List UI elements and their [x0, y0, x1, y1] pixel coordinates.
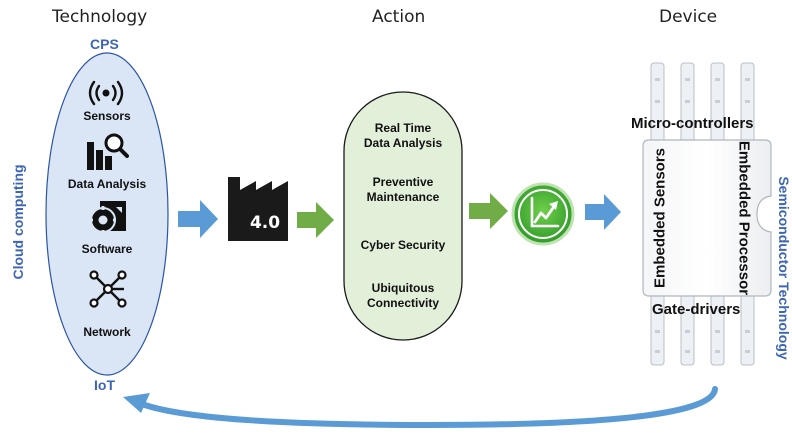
action-item-line: Real Time [374, 121, 432, 135]
feedback-arrow [139, 386, 718, 429]
industry-4-label: 4.0 [249, 213, 281, 233]
sensors-label: Sensors [83, 109, 131, 123]
arrow-action-to-growth [469, 193, 508, 229]
column-title-device: Device [659, 7, 718, 27]
network-nodes-icon [89, 270, 127, 308]
arrow-tech-to-factory [178, 200, 218, 238]
data-analysis-label: Data Analysis [67, 177, 147, 191]
action-item-cyber-security: Cyber Security [343, 238, 463, 253]
column-title-action: Action [372, 7, 426, 27]
arrow-growth-to-device [585, 194, 621, 230]
embedded-processor-label: Embedded Processor [735, 140, 753, 296]
software-label: Software [81, 242, 133, 256]
growth-chart-icon [511, 182, 575, 246]
action-item-line: Cyber Security [360, 238, 446, 252]
iot-label: IoT [94, 377, 115, 393]
action-item-connectivity: Ubiquitous Connectivity [343, 281, 463, 311]
gear-software-icon [90, 201, 126, 233]
chip-pins-bottom [650, 289, 755, 366]
factory-icon [228, 177, 288, 241]
action-item-line: Ubiquitous [371, 281, 435, 295]
network-label: Network [83, 325, 131, 339]
wireless-signal-icon [88, 80, 124, 106]
bar-chart-magnifier-icon [87, 133, 129, 170]
action-item-real-time: Real Time Data Analysis [343, 121, 463, 151]
arrow-factory-to-action [297, 202, 334, 238]
chip-body [642, 139, 772, 297]
micro-controllers-label: Micro-controllers [631, 115, 754, 132]
action-item-line: Maintenance [366, 190, 440, 204]
semiconductor-technology-label: Semiconductor Technology [776, 176, 792, 360]
action-item-line: Preventive [372, 175, 434, 189]
action-pill [343, 91, 463, 341]
action-item-line: Connectivity [366, 296, 439, 310]
feedback-arrowhead [123, 393, 150, 413]
chip-pin-notches [655, 78, 750, 353]
gate-drivers-label: Gate-drivers [652, 301, 741, 318]
action-item-line: Data Analysis [363, 136, 443, 150]
column-title-technology: Technology [52, 7, 148, 27]
cps-label: CPS [90, 36, 119, 52]
embedded-sensors-label: Embedded Sensors [651, 147, 669, 289]
action-item-preventive: Preventive Maintenance [343, 175, 463, 205]
cloud-computing-label: Cloud computing [10, 164, 26, 280]
